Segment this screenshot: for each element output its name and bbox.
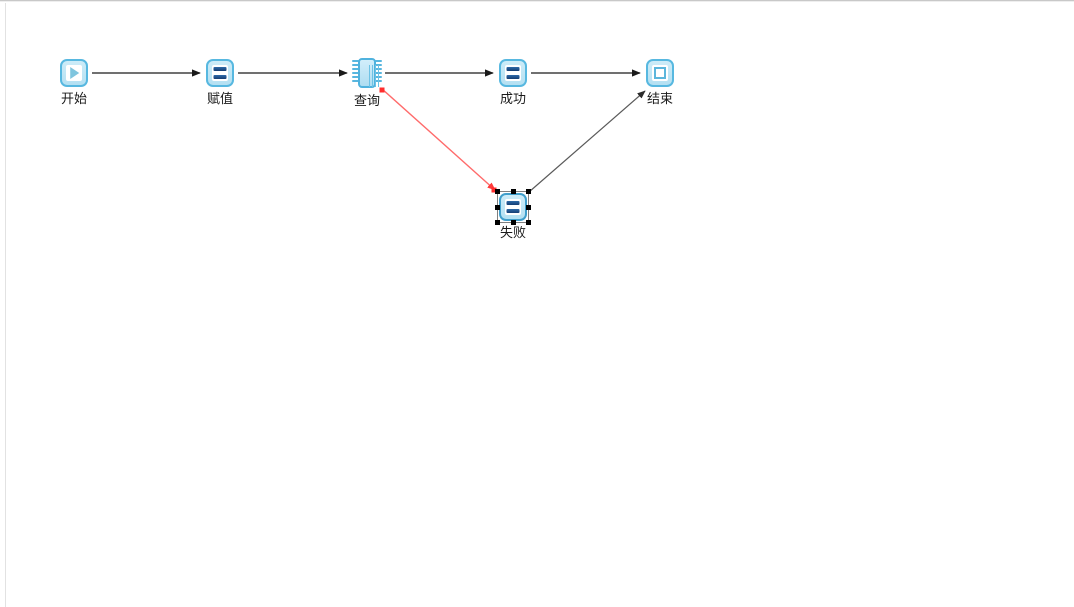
- node-query-label: 查询: [353, 94, 381, 109]
- play-icon: [70, 67, 80, 79]
- node-fail-label: 失败: [499, 226, 527, 241]
- resize-handle-bottom-left[interactable]: [495, 220, 500, 225]
- equals-bars-icon: [213, 67, 227, 79]
- node-assign-shape[interactable]: [206, 59, 234, 87]
- node-end-shape[interactable]: [646, 59, 674, 87]
- node-query-shape[interactable]: [352, 57, 382, 89]
- resize-handle-bottom-right[interactable]: [526, 220, 531, 225]
- chip-icon: [358, 58, 379, 88]
- edge-endpoint-handle-source[interactable]: [379, 87, 385, 93]
- node-assign-label: 赋值: [206, 92, 234, 107]
- panel-top-highlight: [0, 1, 1074, 2]
- node-start-label: 开始: [60, 92, 88, 107]
- stop-square-icon: [654, 67, 666, 79]
- resize-handle-top-left[interactable]: [495, 189, 500, 194]
- resize-handle-top-right[interactable]: [526, 189, 531, 194]
- node-fail-shape[interactable]: [499, 193, 527, 221]
- equals-bars-icon: [506, 67, 520, 79]
- node-end-label: 结束: [646, 92, 674, 107]
- node-start-shape[interactable]: [60, 59, 88, 87]
- panel-left-border: [5, 3, 6, 607]
- node-success-label: 成功: [499, 92, 527, 107]
- panel-top-border: [0, 0, 1074, 1]
- equals-bars-icon: [506, 201, 520, 213]
- resize-handle-middle-right[interactable]: [526, 205, 531, 210]
- workflow-canvas[interactable]: [6, 3, 1074, 607]
- chip-pins-left: [352, 60, 359, 86]
- resize-handle-bottom-center[interactable]: [511, 220, 516, 225]
- edge-endpoint-handle-target[interactable]: [491, 187, 497, 193]
- node-success-shape[interactable]: [499, 59, 527, 87]
- resize-handle-middle-left[interactable]: [495, 205, 500, 210]
- resize-handle-top-center[interactable]: [511, 189, 516, 194]
- chip-lines: [369, 65, 381, 87]
